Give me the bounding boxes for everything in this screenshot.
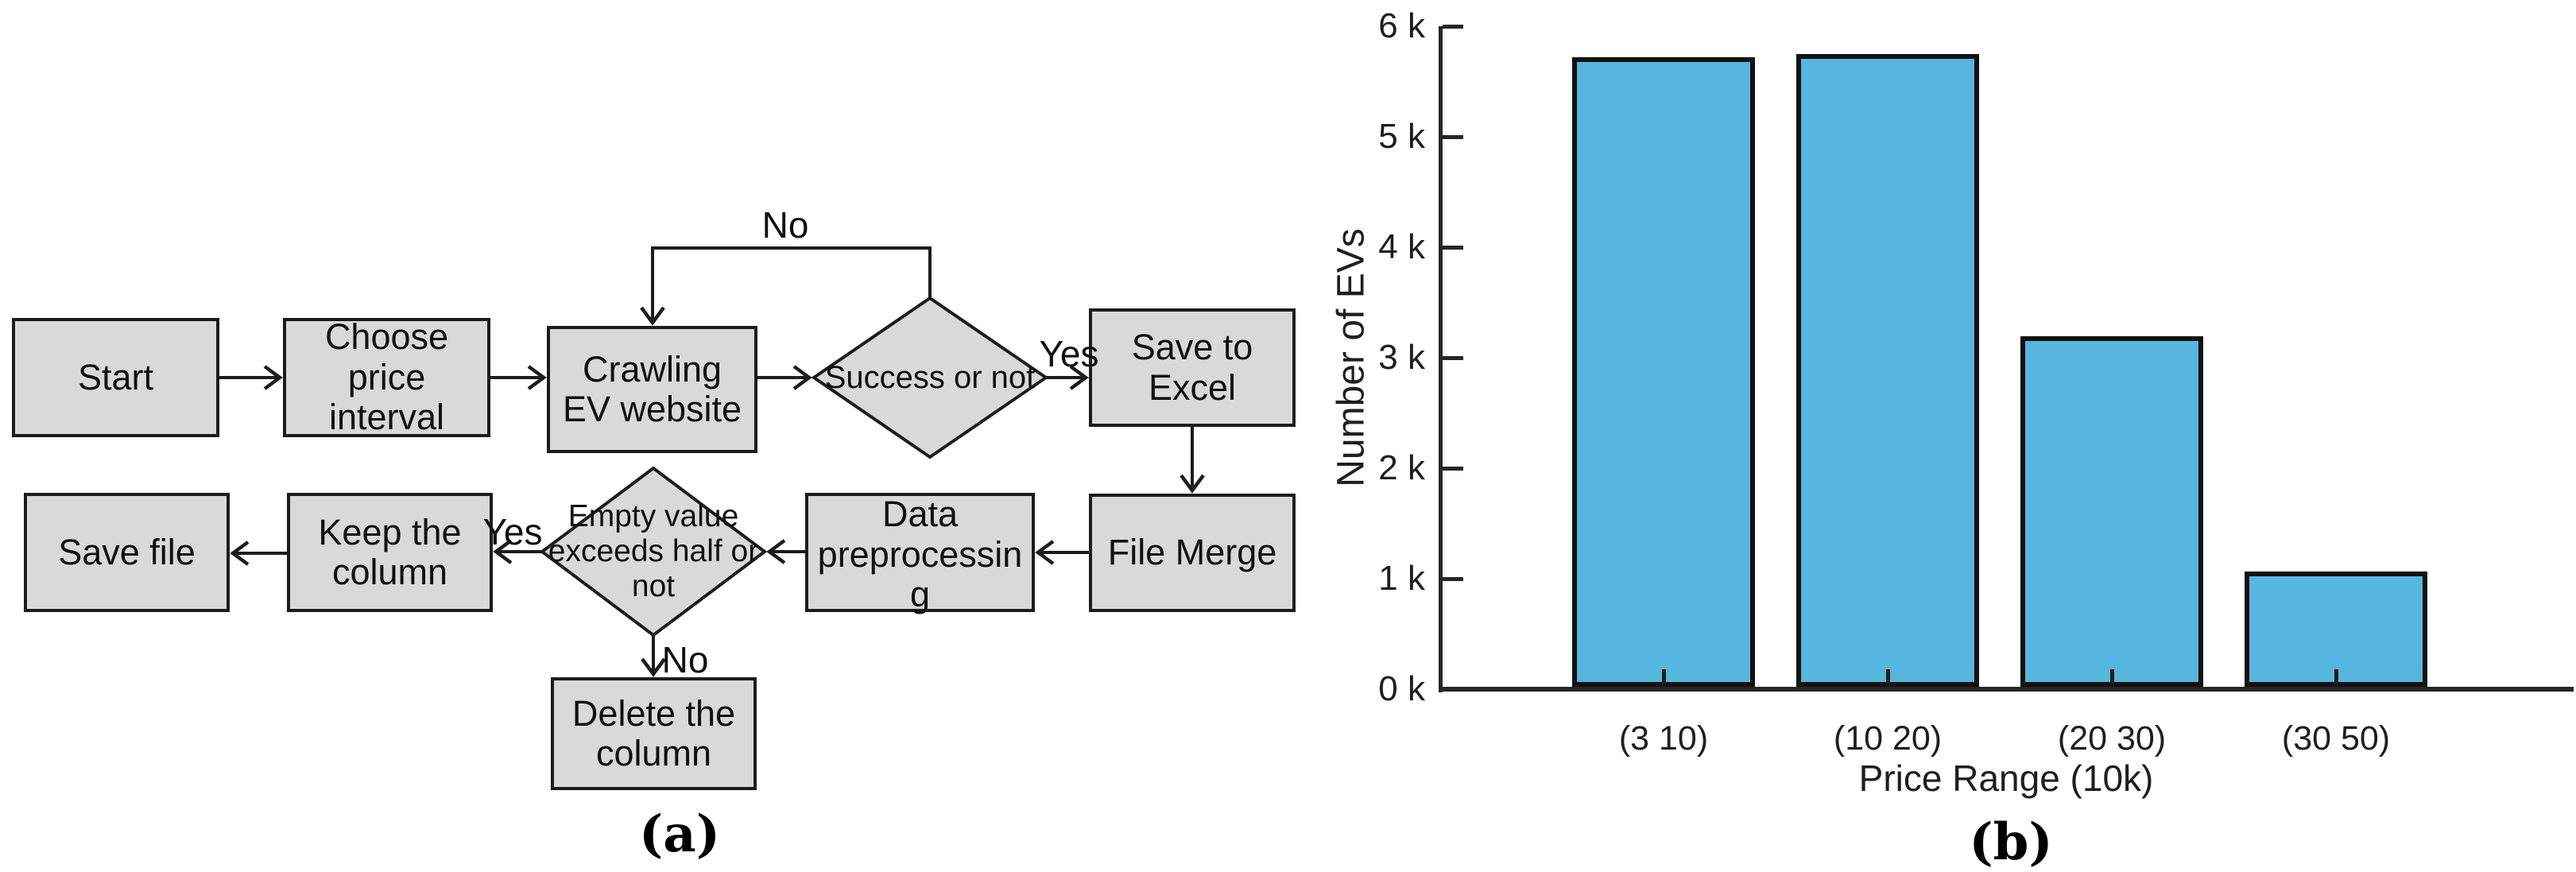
- label-delete-column: Delete the column: [571, 692, 736, 773]
- edge-label-yes-success: Yes: [1039, 333, 1099, 374]
- flowchart-graphic: [12, 246, 1296, 790]
- x-tick-label: (20 30): [2057, 719, 2167, 758]
- y-tick-label: 2 k: [1378, 448, 1425, 487]
- label-choose-price: Choose price interval: [324, 316, 449, 438]
- flow-node-save-to-excel: [1089, 308, 1296, 427]
- y-tick: [1443, 24, 1463, 29]
- edge-label-no-loop: No: [761, 204, 809, 246]
- y-tick-label: 4 k: [1378, 227, 1425, 266]
- label-keep-column: Keep the column: [318, 511, 462, 592]
- y-tick: [1443, 687, 1463, 692]
- x-tick-label: (10 20): [1833, 719, 1943, 758]
- y-tick-label: 0 k: [1378, 669, 1425, 708]
- x-tick: [1662, 669, 1666, 687]
- flow-node-delete-the-column: [551, 677, 757, 790]
- edge-success-no-loop: [640, 246, 932, 326]
- edge-label-no-empty: No: [661, 639, 709, 680]
- panel-b-label: (b): [1969, 812, 2053, 872]
- x-tick: [1886, 669, 1890, 687]
- y-axis-title: Number of EVs: [1330, 228, 1373, 487]
- y-tick-label: 5 k: [1378, 117, 1425, 156]
- bar-(20 30): [2020, 336, 2203, 687]
- edge-label-yes-empty: Yes: [482, 511, 543, 552]
- x-tick: [2110, 669, 2114, 687]
- label-file-merge: File Merge: [1107, 532, 1277, 573]
- y-tick: [1443, 576, 1463, 581]
- y-tick-label: 1 k: [1378, 559, 1425, 598]
- x-tick-label: (30 50): [2281, 719, 2391, 758]
- label-empty-value: Empty value exceeds half or not: [548, 499, 759, 603]
- y-axis-line: [1439, 26, 1443, 692]
- x-axis-line: [1439, 687, 2574, 692]
- label-start: Start: [77, 356, 154, 397]
- flow-node-crawling-ev-website: [547, 326, 757, 453]
- y-tick-label: 6 k: [1378, 6, 1425, 45]
- label-crawling: Crawling EV website: [562, 348, 742, 429]
- flow-node-start: [12, 318, 219, 437]
- y-tick: [1443, 355, 1463, 360]
- x-axis-title: Price Range (10k): [1858, 758, 2154, 799]
- flow-node-save-file: [24, 493, 230, 612]
- y-tick-label: 3 k: [1378, 338, 1425, 377]
- flow-node-keep-the-column: [287, 493, 493, 612]
- label-success-or-not: Success or not: [824, 359, 1036, 395]
- label-preprocessing: Data preprocessin g: [817, 494, 1023, 615]
- x-tick: [2334, 669, 2338, 687]
- panel-a-label: (a): [638, 804, 721, 864]
- flow-node-choose-price-interval: [283, 318, 490, 437]
- label-save-to-excel: Save to Excel: [1131, 327, 1253, 408]
- bar-(10 20): [1796, 54, 1979, 687]
- bar-(3 10): [1572, 57, 1755, 687]
- flow-decision-success-or-not: [811, 296, 1049, 459]
- y-tick: [1443, 466, 1463, 471]
- y-tick: [1443, 245, 1463, 250]
- y-tick: [1443, 134, 1463, 139]
- label-save-file: Save file: [58, 531, 196, 572]
- x-tick-label: (3 10): [1618, 719, 1709, 758]
- flow-node-file-merge: [1089, 494, 1296, 612]
